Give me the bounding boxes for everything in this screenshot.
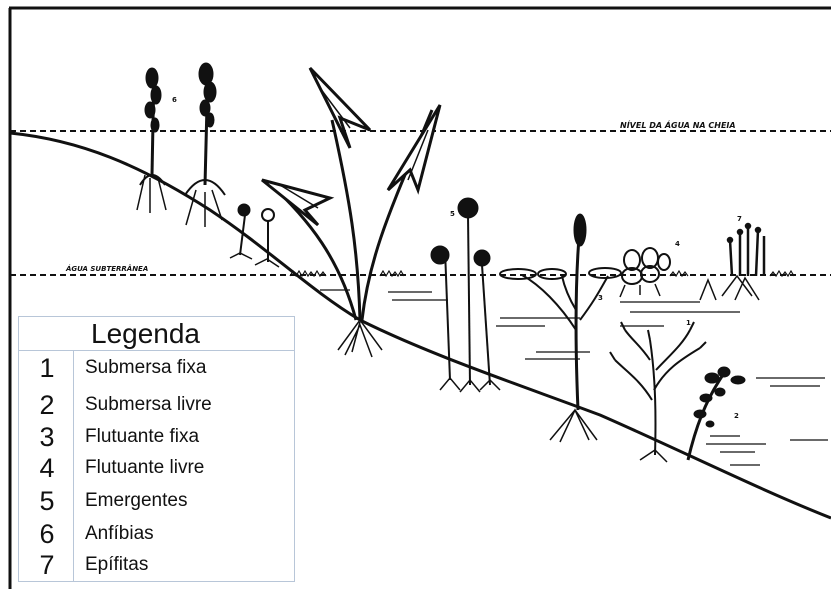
legend-number: 3 <box>29 423 65 452</box>
emergent-flower-stalks <box>431 198 500 392</box>
legend-label: Anfíbias <box>85 523 154 545</box>
legend-label: Epífitas <box>85 554 148 576</box>
legend-box: Legenda 1 Submersa fixa 2 Submersa livre… <box>18 316 295 582</box>
legend-header-divider <box>19 350 295 351</box>
marker-4: 4 <box>675 240 680 248</box>
legend-item-2: 2 Submersa livre <box>19 391 295 422</box>
marker-3: 3 <box>598 294 603 302</box>
marker-2: 2 <box>734 412 739 420</box>
legend-title: Legenda <box>91 319 200 349</box>
floating-free-plants <box>620 248 670 297</box>
legend-item-7: 7 Epífitas <box>19 551 295 582</box>
legend-number: 5 <box>29 487 65 516</box>
legend-label: Flutuante fixa <box>85 426 199 448</box>
legend-label: Emergentes <box>85 490 187 512</box>
epiphyte-plants <box>700 224 764 300</box>
high-water-label: NÍVEL DA ÁGUA NA CHEIA <box>620 119 736 130</box>
amphibian-plants <box>137 63 279 267</box>
legend-number: 4 <box>29 454 65 483</box>
water-hatching <box>320 290 828 465</box>
marker-5: 5 <box>450 210 455 218</box>
legend-item-5: 5 Emergentes <box>19 487 295 518</box>
legend-item-3: 3 Flutuante fixa <box>19 423 295 454</box>
marker-7: 7 <box>737 215 742 223</box>
marker-6: 6 <box>172 96 177 104</box>
legend-number: 1 <box>29 354 65 383</box>
legend-label: Flutuante livre <box>85 457 204 479</box>
floating-fixed-plants <box>500 214 621 442</box>
legend-item-4: 4 Flutuante livre <box>19 454 295 485</box>
legend-number: 2 <box>29 391 65 420</box>
legend-number: 7 <box>29 551 65 580</box>
legend-item-1: 1 Submersa fixa <box>19 354 295 385</box>
groundwater-label: ÁGUA SUBTERRÂNEA <box>65 264 148 273</box>
marker-1: 1 <box>686 319 691 327</box>
legend-number: 6 <box>29 520 65 549</box>
legend-label: Submersa fixa <box>85 357 206 379</box>
legend-label: Submersa livre <box>85 394 212 416</box>
legend-item-6: 6 Anfíbias <box>19 520 295 551</box>
